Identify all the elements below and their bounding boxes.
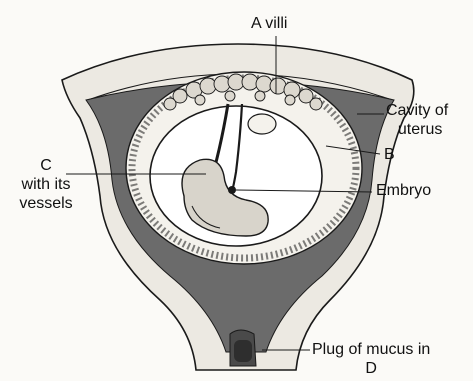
mucus-plug-core: [234, 340, 252, 362]
label-plug-line1: Plug of mucus in: [312, 340, 430, 359]
label-c-line1: C: [14, 156, 78, 175]
label-plug-line2: D: [312, 359, 430, 378]
label-villi: A villi: [251, 14, 287, 33]
label-plug-of-mucus: Plug of mucus in D: [312, 340, 430, 378]
label-b: B: [384, 145, 395, 164]
label-cavity-line2: uterus: [386, 120, 448, 139]
yolk-sac: [248, 114, 276, 134]
label-cavity-of-uterus: Cavity of uterus: [386, 101, 448, 139]
label-c-line2: with its: [14, 175, 78, 194]
label-c: C with its vessels: [14, 156, 78, 213]
label-cavity-line1: Cavity of: [386, 101, 448, 120]
label-c-line3: vessels: [14, 194, 78, 213]
label-embryo: Embryo: [376, 181, 431, 200]
